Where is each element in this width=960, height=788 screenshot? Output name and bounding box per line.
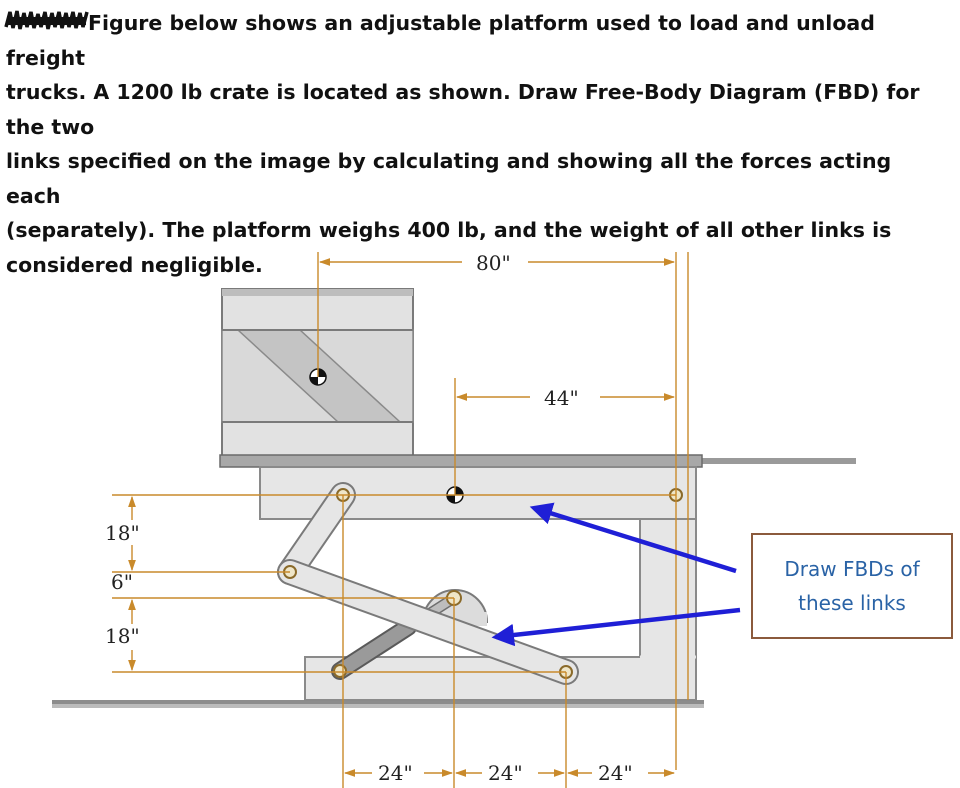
dim-24-left: 24" bbox=[378, 761, 413, 785]
problem-line-4: (separately). The platform weighs 400 lb… bbox=[6, 218, 892, 242]
fbd-callout: Draw FBDs of these links bbox=[751, 533, 953, 639]
problem-statement: Figure below shows an adjustable platfor… bbox=[6, 6, 951, 282]
callout-line-1: Draw FBDs of bbox=[784, 557, 920, 581]
pointer-arrows bbox=[491, 502, 741, 647]
ground bbox=[52, 458, 856, 708]
dim-80: 80" bbox=[476, 251, 511, 275]
base-frame bbox=[304, 517, 697, 701]
problem-line-1: Figure below shows an adjustable platfor… bbox=[6, 11, 875, 70]
dim-24-right: 24" bbox=[598, 761, 633, 785]
dim-44: 44" bbox=[544, 386, 579, 410]
problem-line-5: considered negligible. bbox=[6, 252, 263, 277]
link-upper bbox=[277, 482, 356, 585]
link-long bbox=[277, 559, 579, 685]
dim-24-middle: 24" bbox=[488, 761, 523, 785]
hydraulic-cylinder bbox=[331, 592, 460, 680]
callout-line-2: these links bbox=[798, 591, 906, 615]
problem-line-3: links specified on the image by calculat… bbox=[6, 149, 892, 208]
platform-deck bbox=[219, 454, 703, 468]
problem-line-2: trucks. A 1200 lb crate is located as sh… bbox=[6, 80, 920, 139]
redaction-scribble bbox=[4, 10, 89, 30]
dim-6: 6" bbox=[111, 570, 133, 594]
dim-18-lower: 18" bbox=[105, 624, 140, 648]
dim-18-upper: 18" bbox=[105, 521, 140, 545]
dimension-lines bbox=[112, 252, 689, 788]
